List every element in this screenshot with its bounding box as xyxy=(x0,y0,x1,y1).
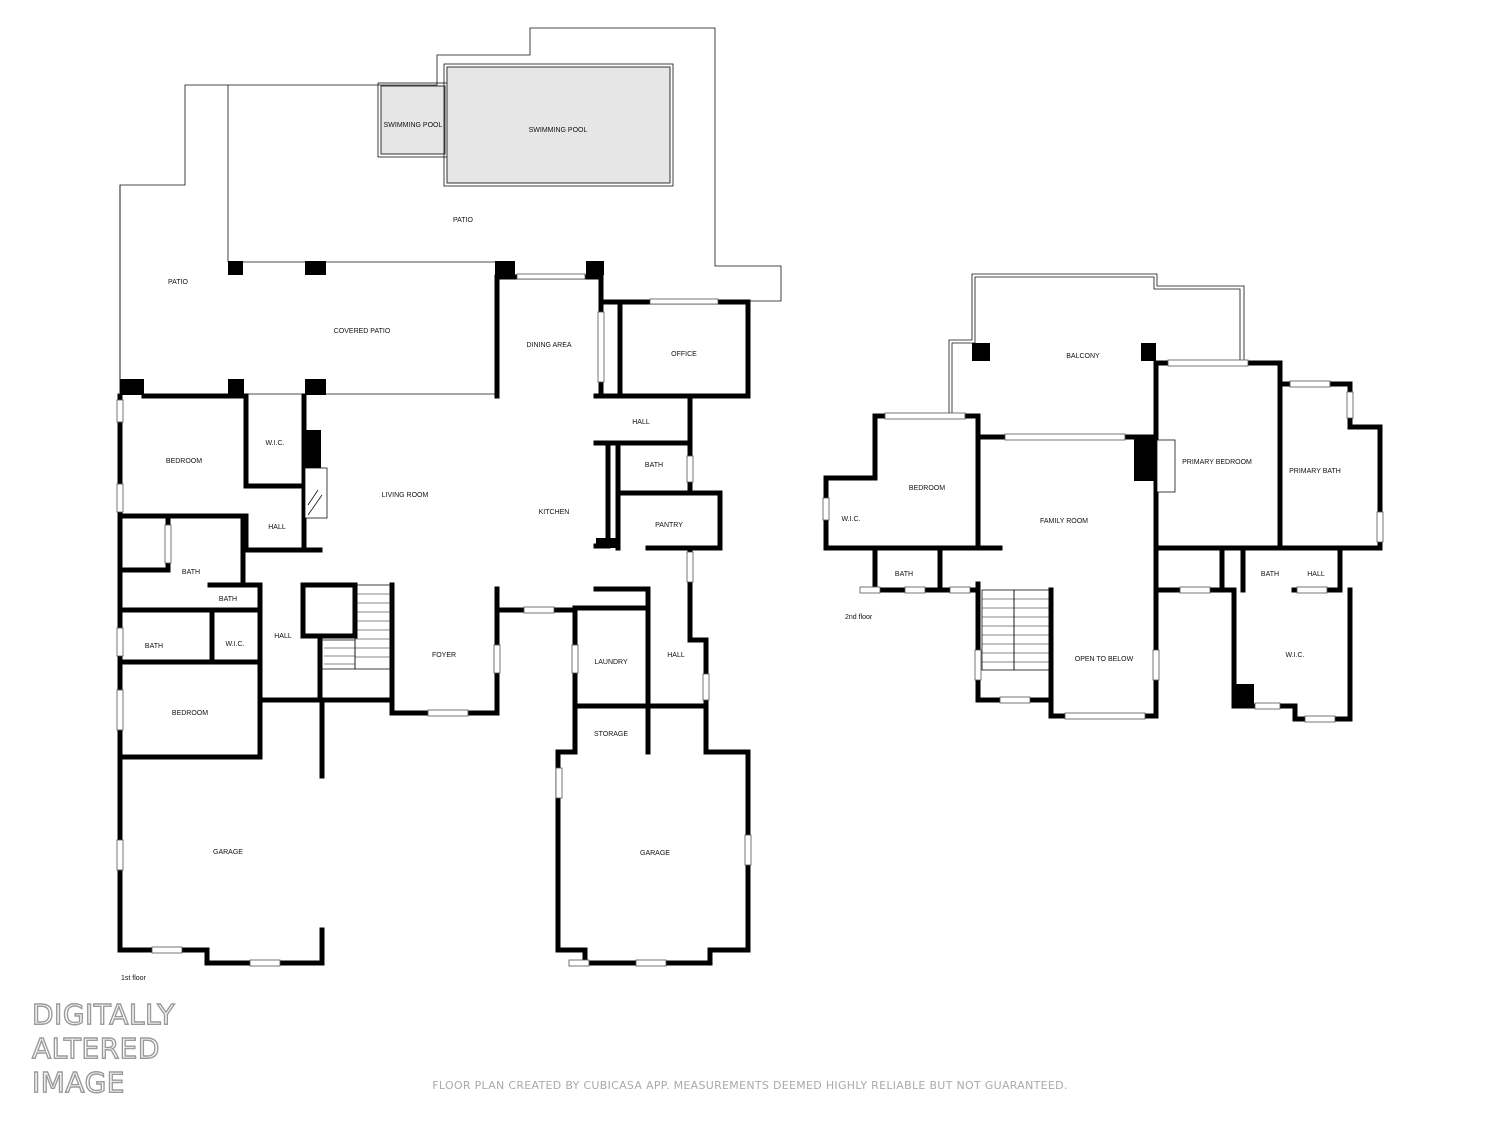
room-label-patio-top: PATIO xyxy=(453,217,474,224)
stairs-first-floor xyxy=(319,584,393,670)
room-label-bath-lower: BATH xyxy=(145,643,163,650)
room-label-hall-upper: HALL xyxy=(632,419,650,426)
room-label-wic-right-2f: W.I.C. xyxy=(1285,652,1304,659)
watermark-line-3: IMAGE xyxy=(31,1065,125,1099)
room-label-balcony: BALCONY xyxy=(1066,353,1100,360)
room-label-bedroom-2f: BEDROOM xyxy=(909,485,945,492)
room-label-hall-small: HALL xyxy=(268,524,286,531)
room-label-wic-left-2f: W.I.C. xyxy=(841,516,860,523)
footer-disclaimer: FLOOR PLAN CREATED BY CUBICASA APP. MEAS… xyxy=(432,1079,1068,1092)
small-pool xyxy=(380,85,446,155)
room-label-primary-bath: PRIMARY BATH xyxy=(1289,468,1341,475)
room-label-patio-left: PATIO xyxy=(168,279,189,286)
room-label-garage-left: GARAGE xyxy=(213,849,243,856)
balcony-outline xyxy=(948,273,1245,416)
second-floor-plan: BALCONY BEDROOM W.I.C. FAMILY ROOM PRIMA… xyxy=(822,273,1384,723)
room-label-bath-kitchen: BATH xyxy=(645,462,663,469)
floor-label-second: 2nd floor xyxy=(845,614,873,621)
room-label-garage-right: GARAGE xyxy=(640,850,670,857)
room-label-wic-lower: W.I.C. xyxy=(225,641,244,648)
large-pool xyxy=(446,66,671,184)
room-label-dining-area: DINING AREA xyxy=(526,342,571,349)
room-label-bath-left-2f: BATH xyxy=(895,571,913,578)
room-label-foyer: FOYER xyxy=(432,652,456,659)
room-label-swimming-pool-small: SWIMMING POOL xyxy=(384,122,443,129)
watermark-line-2: ALTERED xyxy=(31,1031,160,1065)
floor-label-first: 1st floor xyxy=(121,975,147,982)
room-label-family-room: FAMILY ROOM xyxy=(1040,518,1088,525)
patio-outline xyxy=(119,27,782,393)
room-label-bedroom-lower: BEDROOM xyxy=(172,710,208,717)
room-label-storage: STORAGE xyxy=(594,731,628,738)
room-label-office: OFFICE xyxy=(671,351,697,358)
room-label-hall-2f: HALL xyxy=(1307,571,1325,578)
room-label-bath-right-2f: BATH xyxy=(1261,571,1279,578)
room-label-bath-small: BATH xyxy=(219,596,237,603)
digitally-altered-watermark: DIGITALLY ALTERED IMAGE xyxy=(31,997,192,1100)
room-label-wic-upper: W.I.C. xyxy=(265,440,284,447)
room-label-laundry: LAUNDRY xyxy=(594,659,628,666)
room-label-primary-bedroom: PRIMARY BEDROOM xyxy=(1182,459,1252,466)
room-label-bedroom-upper: BEDROOM xyxy=(166,458,202,465)
room-label-pantry: PANTRY xyxy=(655,522,683,529)
room-label-living-room: LIVING ROOM xyxy=(382,492,429,499)
room-label-bath-left: BATH xyxy=(182,569,200,576)
room-label-kitchen: KITCHEN xyxy=(539,509,570,516)
room-label-covered-patio: COVERED PATIO xyxy=(334,328,391,335)
room-label-open-to-below: OPEN TO BELOW xyxy=(1075,656,1134,663)
room-label-hall-right: HALL xyxy=(667,652,685,659)
room-label-hall-left: HALL xyxy=(274,633,292,640)
watermark-line-1: DIGITALLY xyxy=(31,997,175,1031)
first-floor-plan: SWIMMING POOL SWIMMING POOL PATIO PATIO … xyxy=(116,27,782,982)
stairs-second-floor xyxy=(981,589,1050,671)
room-label-swimming-pool-large: SWIMMING POOL xyxy=(529,127,588,134)
